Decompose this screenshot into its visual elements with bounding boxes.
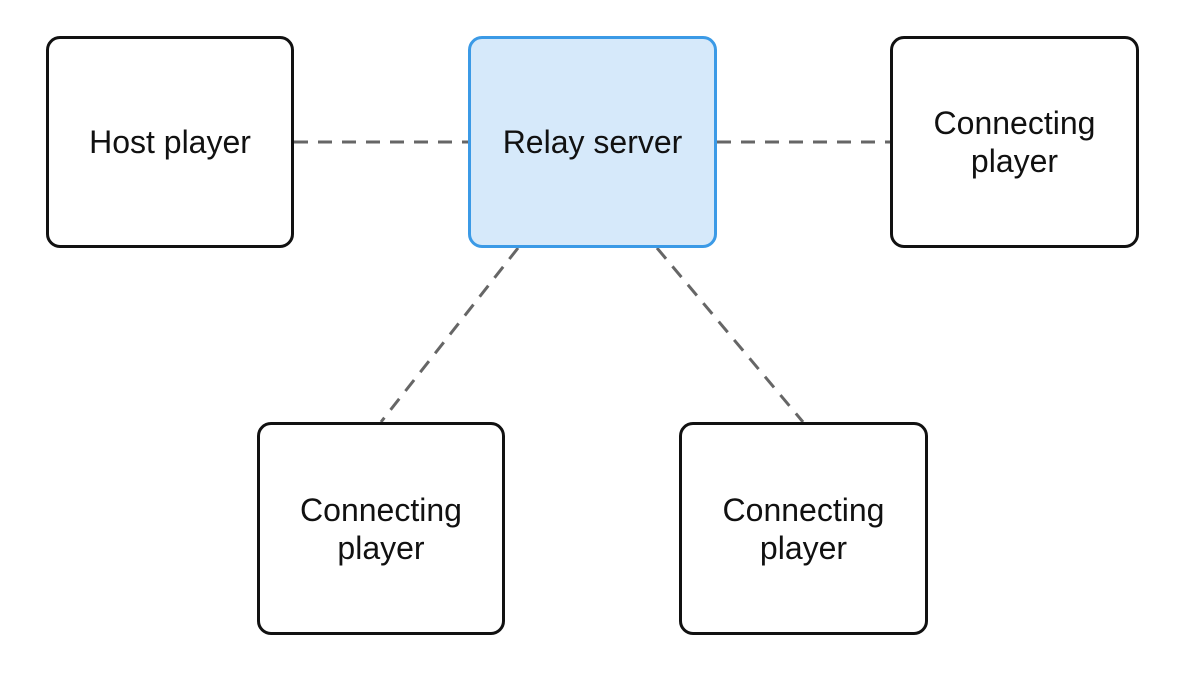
connecting-player-node-bottom-right: Connecting player <box>679 422 928 635</box>
host-player-label: Host player <box>89 124 251 160</box>
edge-relay-bottom-left <box>379 247 520 423</box>
relay-server-node: Relay server <box>468 36 717 248</box>
edge-relay-bottom-right <box>655 247 805 423</box>
connecting-player-node-bottom-left: Connecting player <box>257 422 505 635</box>
connecting-player-label-right: Connecting player <box>933 105 1096 179</box>
connecting-player-label-bottom-left: Connecting player <box>300 491 462 566</box>
connecting-player-node-right: Connecting player <box>890 36 1139 248</box>
relay-server-label: Relay server <box>502 124 683 160</box>
host-player-node: Host player <box>46 36 294 248</box>
connecting-player-label-bottom-right: Connecting player <box>722 491 885 566</box>
